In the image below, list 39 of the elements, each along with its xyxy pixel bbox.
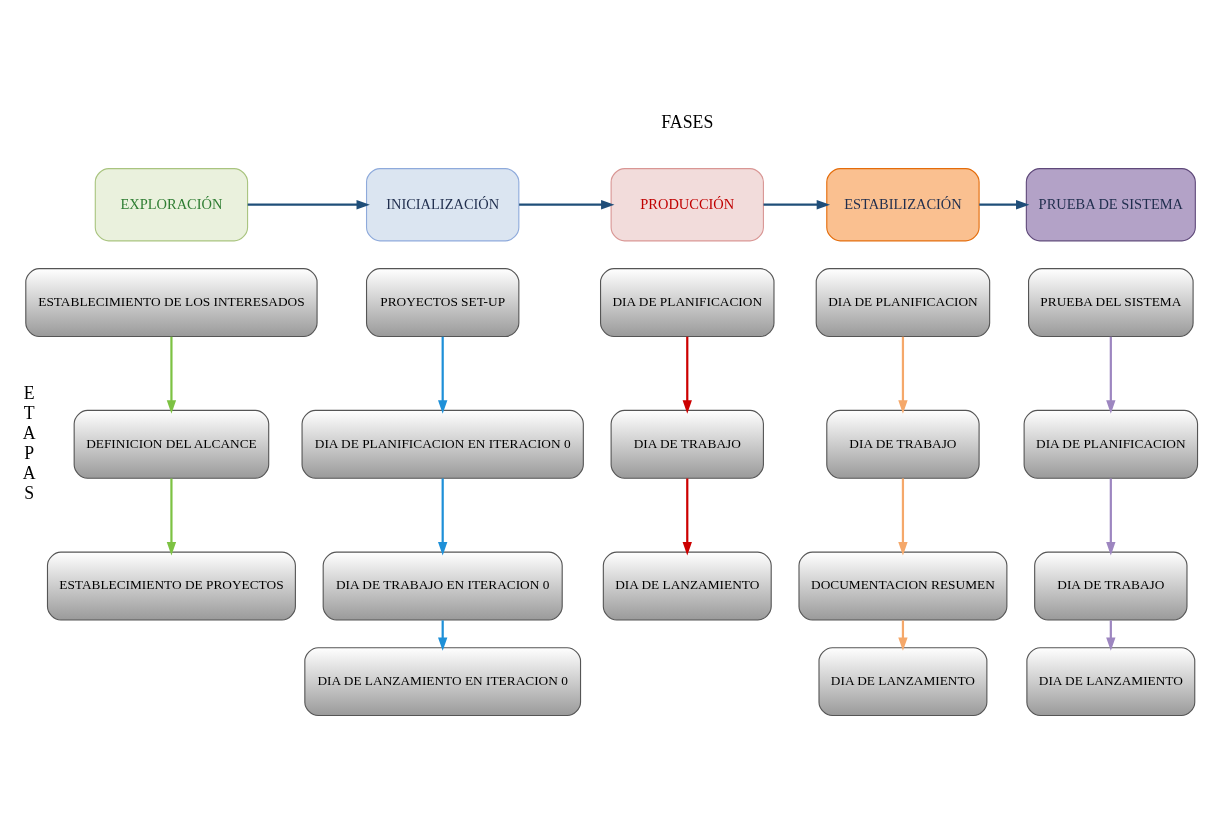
node-box: DIA DE PLANIFICACION — [600, 267, 775, 337]
node-box: DIA DE LANZAMIENTO — [1026, 646, 1196, 716]
label: ETAPAS — [22, 381, 36, 503]
arrow — [979, 199, 1030, 209]
label: FASES — [661, 111, 714, 132]
node-box: DIA DE PLANIFICACION — [815, 267, 991, 337]
node-box: DEFINICION DEL ALCANCE — [73, 409, 270, 479]
arrow — [166, 336, 177, 414]
node-box: PRUEBA DEL SISTEMA — [1028, 267, 1194, 337]
arrow — [682, 477, 692, 555]
node-box: DIA DE LANZAMIENTO — [818, 646, 988, 716]
arrow — [166, 477, 177, 555]
arrow — [682, 336, 692, 414]
node-box: INICIALIZACIÓN — [366, 167, 520, 241]
node-box: PRUEBA DE SISTEMA — [1025, 167, 1196, 241]
node-box: ESTABLECIMIENTO DE PROYECTOS — [46, 551, 296, 620]
arrow — [438, 336, 448, 414]
arrow — [1106, 336, 1116, 414]
arrow — [898, 336, 908, 414]
node-box: DIA DE PLANIFICACION — [1023, 409, 1199, 479]
arrow — [1106, 477, 1116, 555]
node-box: ESTABILIZACIÓN — [826, 167, 980, 241]
node-box: DIA DE LANZAMIENTO — [602, 551, 772, 620]
node-box: DIA DE TRABAJO — [610, 409, 764, 479]
node-box: DIA DE PLANIFICACION EN ITERACION 0 — [301, 409, 584, 479]
arrow — [763, 199, 831, 209]
node-box: EXPLORACIÓN — [94, 167, 249, 241]
node-box: ESTABLECIMIENTO DE LOS INTERESADOS — [25, 267, 318, 337]
node-box: DIA DE TRABAJO EN ITERACION 0 — [322, 551, 563, 620]
arrow — [898, 477, 908, 555]
node-box: DIA DE LANZAMIENTO EN ITERACION 0 — [304, 646, 582, 716]
node-box: DIA DE TRABAJO — [826, 409, 980, 479]
arrow — [247, 199, 370, 209]
node-box: DIA DE TRABAJO — [1034, 551, 1188, 620]
arrow — [438, 477, 448, 555]
node-box: DOCUMENTACION RESUMEN — [798, 551, 1008, 620]
node-box: PRODUCCIÓN — [610, 167, 764, 241]
node-box: PROYECTOS SET-UP — [366, 267, 520, 337]
arrow — [519, 199, 615, 209]
